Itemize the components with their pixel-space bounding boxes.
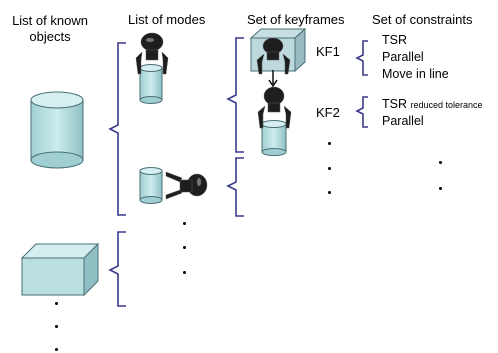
ellipsis-dot	[55, 325, 58, 328]
box-icon	[20, 242, 100, 297]
constraint-kf2-item-1: TSR reduced tolerance	[382, 98, 483, 111]
brace-modes-to-keyframes-1	[226, 37, 244, 153]
constraint-kf2-tsr: TSR	[382, 97, 407, 111]
header-known-objects: List of known objects	[12, 13, 88, 44]
keyframe-label-1: KF1	[316, 44, 340, 59]
ellipsis-dot	[328, 142, 331, 145]
robot-gripper-icon	[135, 32, 169, 75]
header-keyframes: Set of keyframes	[247, 12, 345, 27]
ellipsis-dot	[183, 222, 186, 225]
keyframe-label-2: KF2	[316, 105, 340, 120]
ellipsis-dot	[328, 167, 331, 170]
robot-gripper-icon	[256, 37, 291, 75]
brace-kf2-constraints	[355, 96, 368, 128]
ellipsis-dot	[55, 302, 58, 305]
ellipsis-dot	[183, 271, 186, 274]
constraint-kf1-item-3: Move in line	[382, 67, 449, 81]
brace-kf1-constraints	[355, 40, 368, 76]
brace-modes-to-keyframes-2	[226, 157, 244, 217]
brace-objects-to-modes-1	[108, 42, 126, 216]
kf2-scene	[257, 86, 292, 156]
ellipsis-dot	[328, 191, 331, 194]
arrow-icon	[268, 70, 278, 88]
header-constraints: Set of constraints	[372, 12, 473, 27]
ellipsis-dot	[439, 187, 442, 190]
mode-2-gripper-side	[139, 167, 208, 204]
brace-objects-to-modes-2	[108, 231, 126, 307]
constraint-kf1-item-2: Parallel	[382, 50, 424, 64]
brace-group	[108, 37, 368, 307]
ellipsis-dot	[55, 348, 58, 351]
constraint-kf2-note: reduced tolerance	[410, 100, 483, 110]
robot-gripper-icon	[257, 86, 292, 129]
constraint-kf2-item-2: Parallel	[382, 114, 424, 128]
cylinder-icon	[30, 91, 84, 169]
ellipsis-dot	[183, 246, 186, 249]
mode-1-gripper-cylinder	[135, 32, 169, 104]
robot-gripper-icon	[165, 171, 208, 200]
ellipsis-dot	[439, 161, 442, 164]
kf1-scene	[249, 27, 307, 75]
header-modes: List of modes	[128, 12, 206, 27]
constraint-kf1-item-1: TSR	[382, 33, 407, 47]
